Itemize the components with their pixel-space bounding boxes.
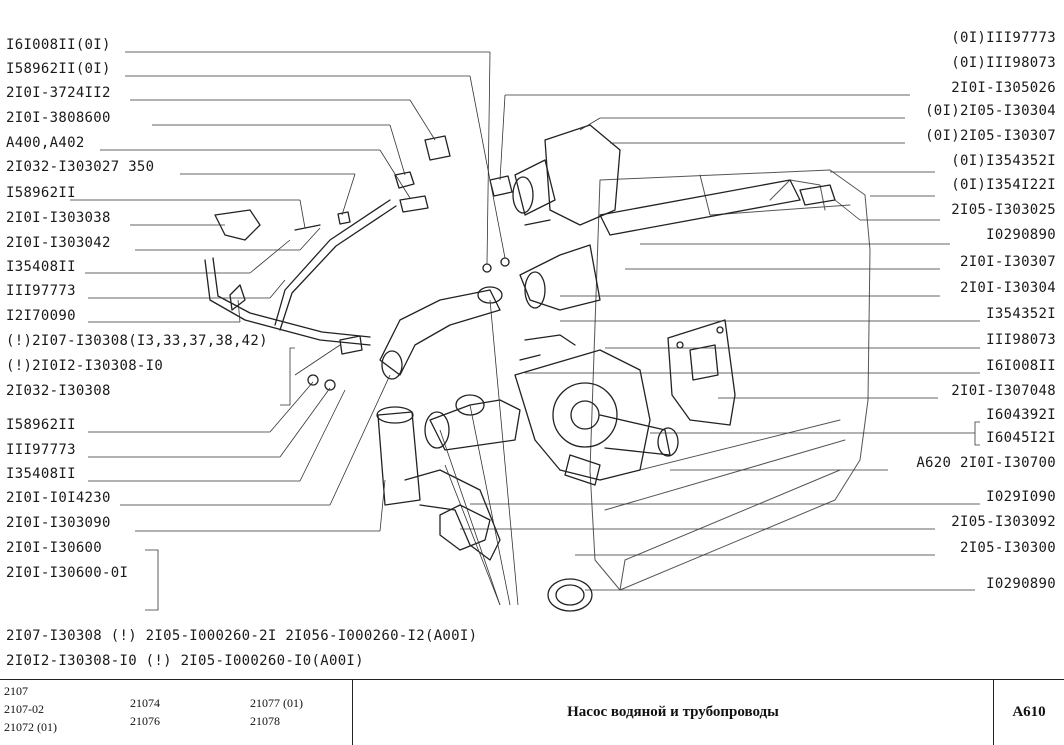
thermostat-housing (512, 124, 836, 311)
left-part-label: 2I0I-I0I4230 (6, 490, 111, 506)
right-part-label: I029I090 (986, 489, 1056, 505)
left-part-label: 2I032-I30308 (6, 383, 111, 399)
right-part-label: 2I0I-I30307 (959, 254, 1056, 270)
right-part-label: 2I05-I303092 (951, 514, 1056, 530)
engine-block (589, 169, 871, 591)
title-block: 2107 2107-02 21072 (01) 21074 21076 2107… (0, 679, 1064, 745)
models-col-2: 21074 21076 (130, 694, 160, 730)
page-code: A610 (1012, 704, 1046, 720)
right-part-label: (0I)I354352I (951, 153, 1056, 169)
right-part-label: I6045I2I (986, 430, 1056, 446)
right-part-label: A620 2I0I-I30700 (916, 455, 1056, 471)
right-part-label: III98073 (986, 332, 1056, 348)
right-part-label: I0290890 (986, 227, 1056, 243)
left-part-label: (!)2I0I2-I30308-I0 (6, 358, 164, 374)
page-title: Насос водяной и трубопроводы (352, 680, 994, 745)
models-col-3: 21077 (01) 21078 (250, 694, 303, 730)
heater-tube (204, 199, 397, 346)
right-part-label: I604392I (986, 407, 1056, 423)
left-part-label: III97773 (6, 283, 76, 299)
note-line-1: 2I07-I30308 (!) 2I05-I000260-2I 2I056-I0… (6, 628, 478, 644)
fittings-upper (214, 135, 551, 273)
hose-clamps (307, 286, 593, 612)
water-pump (514, 334, 679, 486)
left-part-label: I35408II (6, 466, 76, 482)
right-part-label: 2I0I-I305026 (951, 80, 1056, 96)
right-part-label: 2I05-I30300 (959, 540, 1056, 556)
left-part-label: A400,A402 (6, 135, 85, 151)
left-part-label: 2I0I-I303090 (6, 515, 111, 531)
exploded-view-drawing (70, 51, 980, 612)
right-part-label: I0290890 (986, 576, 1056, 592)
thermostat-body (376, 399, 521, 561)
model: 21078 (250, 714, 280, 728)
coolant-hose (339, 289, 501, 380)
right-part-label: 2I05-I303025 (951, 202, 1056, 218)
left-part-label: I2I70090 (6, 308, 76, 324)
right-part-label: 2I0I-I307048 (951, 383, 1056, 399)
left-part-label: 2I0I-I30600-0I (6, 565, 129, 581)
models-col-1: 2107 2107-02 21072 (01) (4, 682, 57, 736)
left-part-label: (!)2I07-I30308(I3,33,37,38,42) (6, 333, 268, 349)
left-part-label: I35408II (6, 259, 76, 275)
model: 21074 (130, 696, 160, 710)
right-part-label: (0I)2I05-I30304 (925, 103, 1056, 119)
right-part-label: (0I)2I05-I30307 (925, 128, 1056, 144)
left-part-label: I58962II (6, 417, 76, 433)
left-part-label: I58962II (6, 185, 76, 201)
left-part-label: I6I008II(0I) (6, 37, 111, 53)
left-part-label: 2I0I-I30600 (6, 540, 103, 556)
right-part-label: I354352I (986, 306, 1056, 322)
model: 2107-02 (4, 702, 44, 716)
right-part-label: (0I)III98073 (951, 55, 1056, 71)
leader-lines (70, 51, 980, 611)
model: 21076 (130, 714, 160, 728)
left-part-label: 2I032-I303027 350 (6, 159, 155, 175)
right-part-label: 2I0I-I30304 (959, 280, 1056, 296)
left-part-label: III97773 (6, 442, 76, 458)
left-part-label: 2I0I-I303042 (6, 235, 111, 251)
note-line-2: 2I0I2-I30308-I0 (!) 2I05-I000260-I0(A00I… (6, 653, 364, 669)
pump-gasket (667, 319, 736, 426)
left-part-label: 2I0I-3808600 (6, 110, 111, 126)
left-part-label: 2I0I-3724II2 (6, 85, 111, 101)
right-part-label: (0I)I354I22I (951, 177, 1056, 193)
model: 21077 (01) (250, 696, 303, 710)
left-part-label: 2I0I-I303038 (6, 210, 111, 226)
model: 2107 (4, 684, 28, 698)
model: 21072 (01) (4, 720, 57, 734)
left-part-label: I58962II(0I) (6, 61, 111, 77)
right-part-label: I6I008II (986, 358, 1056, 374)
right-part-label: (0I)III97773 (951, 30, 1056, 46)
